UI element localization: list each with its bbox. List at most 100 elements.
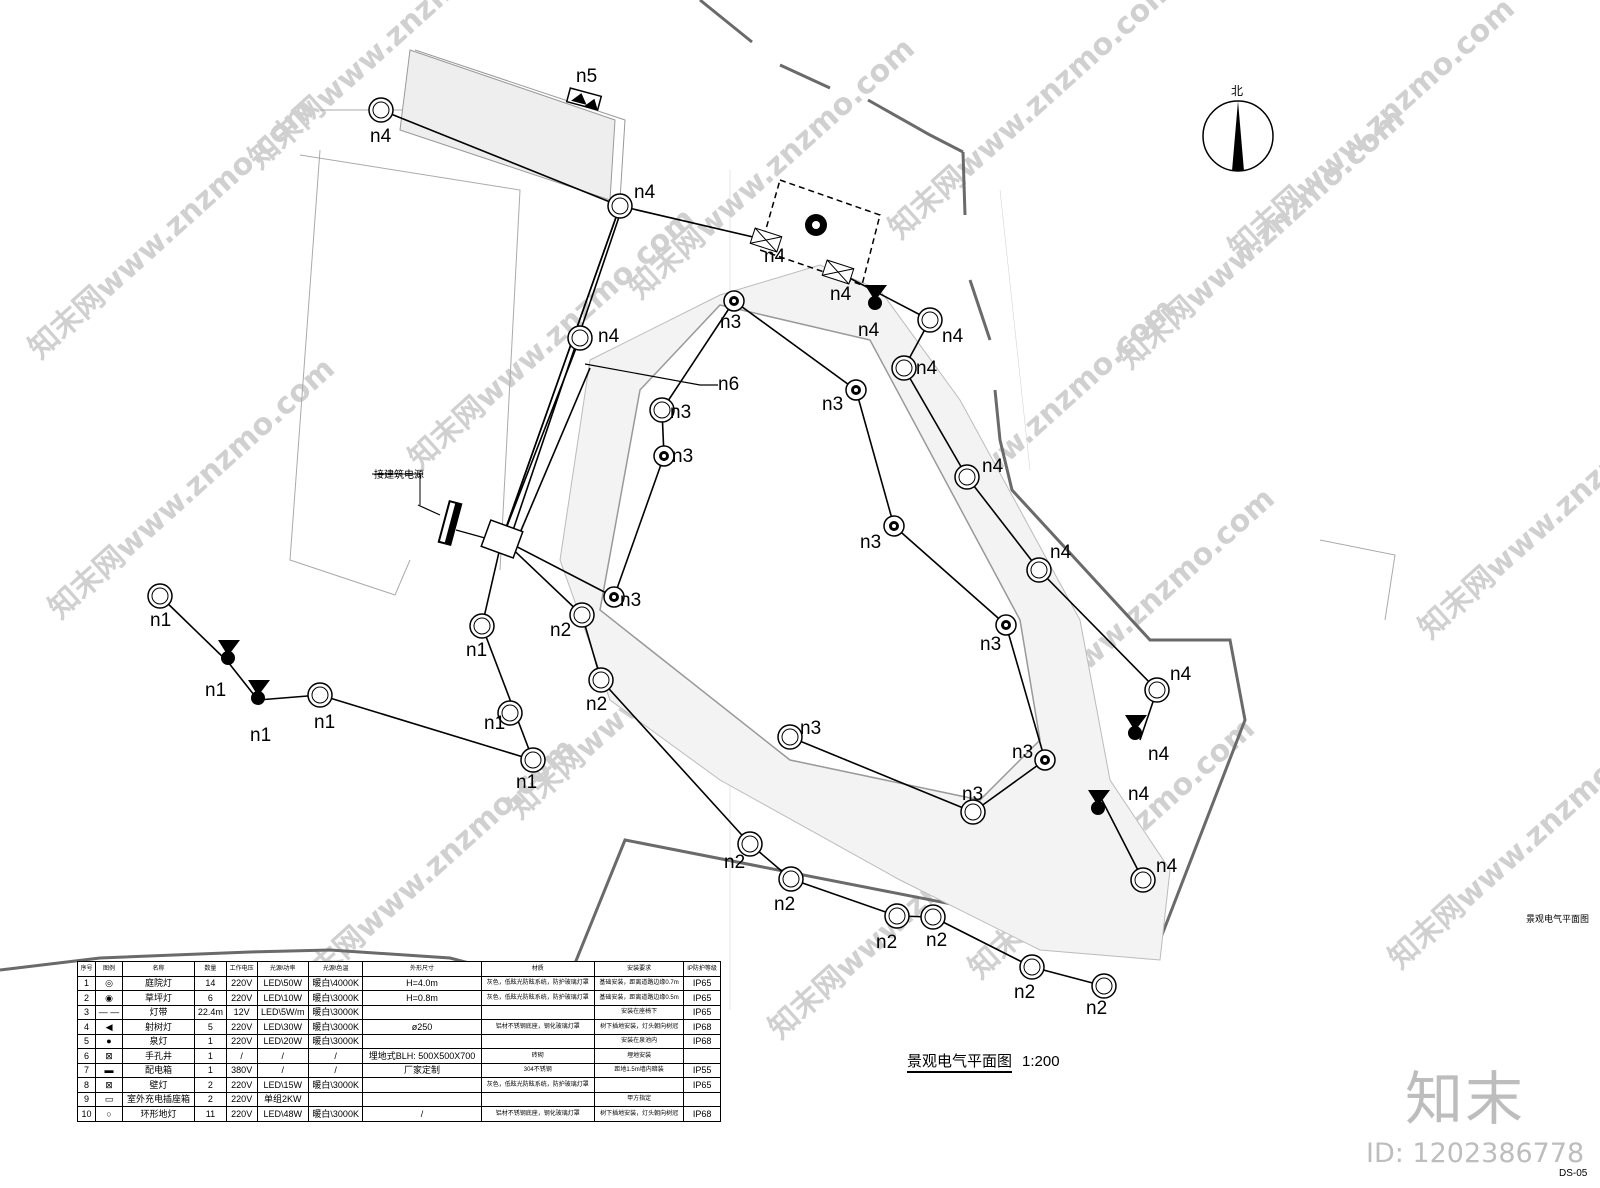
lawn-light-icon — [845, 379, 867, 401]
legend-header-cell: 材质 — [480, 961, 595, 977]
legend-cell: 1 — [76, 975, 97, 991]
yard-light-icon — [917, 307, 943, 333]
fixture-label: n4 — [982, 456, 1004, 477]
legend-cell: 环形地灯 — [122, 1106, 196, 1122]
fixture-label: n2 — [1086, 998, 1107, 1019]
fixture-label: n1 — [250, 725, 271, 746]
trunk-wire — [501, 205, 621, 540]
legend-cell: 1 — [194, 1048, 227, 1064]
legend-cell — [362, 1033, 482, 1049]
yard-light-icon — [520, 747, 546, 773]
legend-header-cell: 安装要求 — [593, 961, 685, 977]
legend-cell: 6 — [194, 990, 227, 1006]
legend-cell: IP65 — [683, 990, 721, 1006]
legend-cell: 砖砌 — [480, 1048, 595, 1064]
legend-header-cell: 图例 — [95, 961, 124, 977]
lawn-light-icon — [883, 515, 905, 537]
legend-cell: IP65 — [683, 1004, 721, 1020]
legend-cell: H=0.8m — [362, 990, 482, 1006]
legend-cell: LED\20W — [256, 1033, 309, 1049]
yard-light-icon — [960, 799, 986, 825]
yard-light-icon — [649, 397, 675, 423]
legend-header-cell: 光源\功率 — [256, 961, 309, 977]
legend-cell: 暖白\3000K — [307, 1004, 364, 1020]
legend-cell: 220V — [225, 1106, 258, 1122]
circuit-wire — [159, 595, 229, 663]
fixture-label: n1 — [150, 610, 171, 631]
yard-light-icon — [607, 193, 633, 219]
circuit-wire — [903, 367, 968, 478]
legend-cell — [362, 1004, 482, 1020]
lawn-light-icon — [995, 614, 1017, 636]
circuit-wire — [661, 300, 735, 411]
tree-uplight-icon — [1088, 790, 1110, 815]
fixture-label: n2 — [774, 894, 795, 915]
plaza-paving — [399, 49, 1171, 961]
legend-cell: LED\50W — [256, 975, 309, 991]
circuit-wire — [380, 109, 621, 207]
legend-cell: 庭院灯 — [122, 975, 196, 991]
legend-cell: 埋地安装 — [593, 1048, 685, 1064]
circuit-wire — [501, 538, 615, 598]
legend-cell: 距地1.5m墙内暗装 — [593, 1062, 685, 1078]
legend-cell — [480, 1004, 595, 1020]
tree-uplight-icon — [865, 285, 887, 310]
legend-cell: IP65 — [683, 975, 721, 991]
legend-header-cell: 光源\色温 — [307, 961, 364, 977]
yard-light-icon — [891, 355, 917, 381]
legend-cell: ◉ — [95, 990, 124, 1006]
hand-hole-icon — [480, 519, 524, 559]
legend-header-cell: 名称 — [122, 961, 196, 977]
fixture-label: n2 — [550, 620, 571, 641]
legend-cell: LED\30W — [256, 1019, 309, 1035]
legend-cell: 380V — [225, 1062, 258, 1078]
legend-cell — [362, 1091, 482, 1107]
fixture-label: n4 — [1128, 784, 1150, 805]
legend-cell: 9 — [76, 1091, 97, 1107]
legend-cell: 14 — [194, 975, 227, 991]
yard-light-icon — [884, 903, 910, 929]
circuit-wire — [790, 878, 898, 917]
fixture-label: n6 — [718, 374, 739, 395]
legend-cell: ⊠ — [95, 1048, 124, 1064]
legend-cell: 埋地式BLH: 500X500X700 — [362, 1048, 482, 1064]
power-source-label: 接建筑电源 — [374, 470, 424, 481]
legend-header-cell: 序号 — [76, 961, 97, 977]
legend-cell: 基础安装，距离道路边缘0.7m — [593, 975, 685, 991]
legend-cell: 8 — [76, 1077, 97, 1093]
legend-cell: 泉灯 — [122, 1033, 196, 1049]
fixture-label: n1 — [314, 712, 335, 733]
yard-light-icon — [954, 464, 980, 490]
circuit-wire — [733, 300, 857, 391]
legend-cell: ⊠ — [95, 1077, 124, 1093]
fixture-label: n2 — [1014, 982, 1035, 1003]
fixture-label: n4 — [942, 326, 964, 347]
circuit-wire — [893, 525, 1007, 626]
legend-cell: 1 — [194, 1033, 227, 1049]
legend-header-cell: IP防护等级 — [683, 961, 721, 977]
legend-cell: 铝材不锈钢底座，钢化玻璃灯罩 — [480, 1106, 595, 1122]
yard-light-icon — [567, 325, 593, 351]
yard-light-icon — [920, 904, 946, 930]
yard-light-icon — [1144, 677, 1170, 703]
pavilion — [749, 179, 881, 286]
legend-cell: 22.4m — [194, 1004, 227, 1020]
distribution-box-icon — [372, 473, 486, 547]
legend-cell — [362, 1077, 482, 1093]
watermark-text: 知末网www.znzmo.com — [882, 0, 1182, 246]
legend-cell: LED\15W — [256, 1077, 309, 1093]
watermark-text: 知末网www.znzmo.com — [1412, 371, 1600, 646]
legend-cell: 11 — [194, 1106, 227, 1122]
north-arrow — [1202, 100, 1274, 172]
fixture-label: n4 — [858, 320, 880, 341]
charging-socket-icon — [565, 87, 603, 111]
circuit-wire — [613, 455, 665, 598]
legend-cell: 2 — [76, 990, 97, 1006]
legend-cell: / — [307, 1048, 364, 1064]
